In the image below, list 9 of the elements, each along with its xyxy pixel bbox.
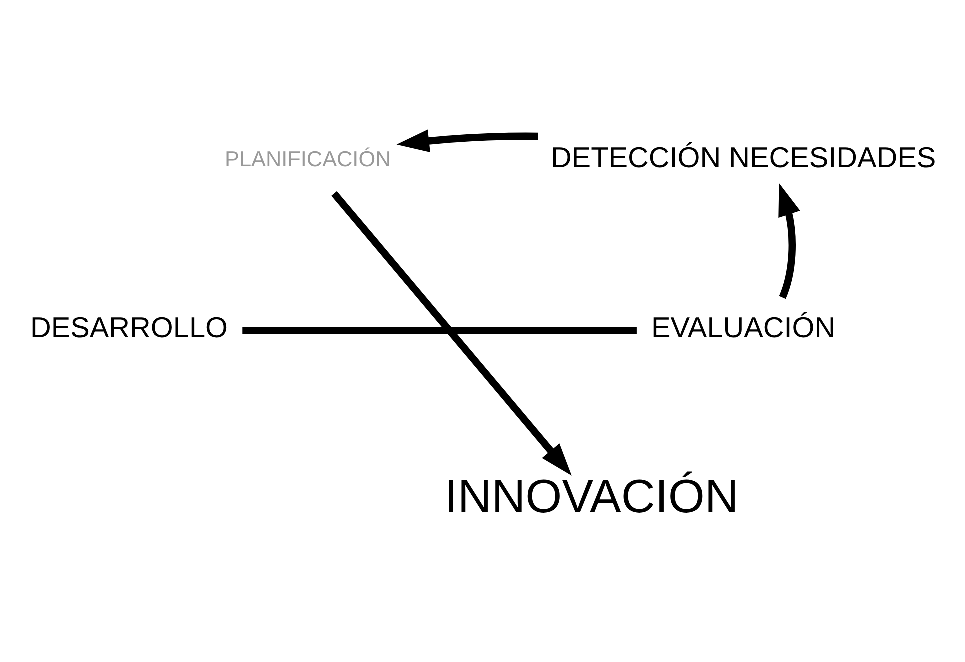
- node-text: EVALUACIÓN: [652, 312, 836, 344]
- node-text: INNOVACIÓN: [444, 469, 739, 522]
- node-text: DESARROLLO: [30, 312, 228, 344]
- node-text: DETECCIÓN NECESIDADES: [550, 142, 936, 174]
- arrow: [332, 190, 572, 476]
- arrow: [396, 129, 538, 152]
- node-text: PLANIFICACIÓN: [225, 146, 392, 171]
- connector: [242, 326, 637, 334]
- arrow: [778, 182, 800, 298]
